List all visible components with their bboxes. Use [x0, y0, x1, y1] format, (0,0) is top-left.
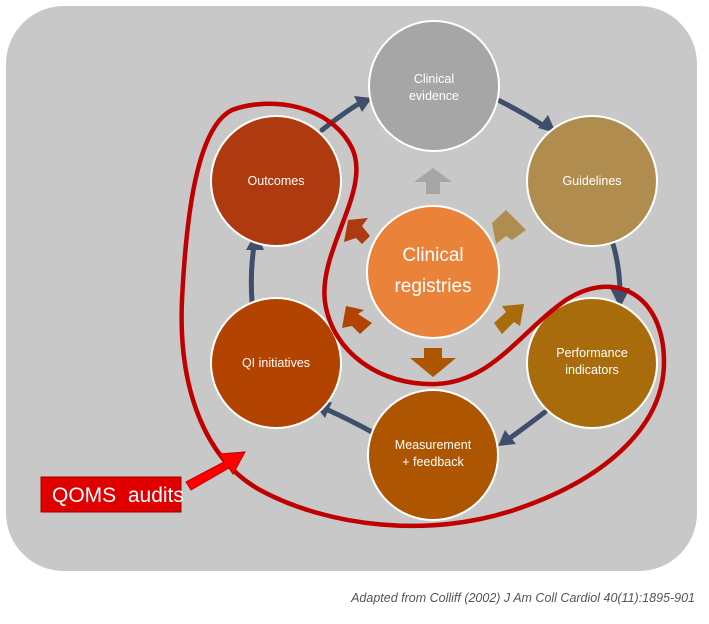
- node-performance-indicators: Performance indicators: [526, 297, 658, 429]
- inner-arrow-to-measurement: [410, 348, 456, 377]
- arrowhead-guidelines: [538, 115, 556, 133]
- qoms-audits-label: QOMS audits: [52, 484, 184, 507]
- inner-arrow-to-outcomes: [344, 218, 370, 244]
- arrowhead-performance: [610, 288, 630, 308]
- node-clinical-evidence-line2: evidence: [409, 89, 459, 103]
- inner-arrow-to-guidelines: [492, 210, 526, 244]
- node-outcomes-label: Outcomes: [248, 174, 305, 188]
- node-measurement-line1: Measurement: [395, 438, 472, 452]
- arrowhead-measurement: [498, 430, 516, 446]
- arrow-evidence-to-guidelines: [495, 97, 547, 129]
- node-guidelines: Guidelines: [526, 115, 658, 247]
- node-clinical-evidence: Clinical evidence: [368, 20, 500, 152]
- inner-arrow-to-evidence: [414, 168, 452, 194]
- arrow-outcomes-to-evidence: [319, 100, 363, 133]
- node-outcomes: Outcomes: [210, 115, 342, 247]
- arrow-performance-to-measurement: [507, 409, 548, 441]
- node-clinical-registries: Clinical registries: [366, 205, 500, 339]
- node-clinical-evidence-line1: Clinical: [414, 72, 454, 86]
- node-guidelines-label: Guidelines: [562, 174, 621, 188]
- inner-arrow-to-performance: [494, 304, 524, 334]
- callout-arrow: [185, 451, 246, 491]
- node-performance-line2: indicators: [565, 363, 619, 377]
- node-registries-line1: Clinical: [402, 245, 463, 266]
- citation-text: Adapted from Colliff (2002) J Am Coll Ca…: [351, 591, 695, 605]
- inner-arrow-to-qi: [342, 306, 372, 334]
- node-measurement-line2: + feedback: [402, 455, 464, 469]
- node-registries-line2: registries: [394, 276, 471, 297]
- arrowhead-evidence: [354, 96, 372, 112]
- arrow-qi-to-outcomes: [248, 243, 257, 305]
- node-qi-label: QI initiatives: [242, 356, 310, 370]
- node-qi-initiatives: QI initiatives: [210, 297, 342, 429]
- node-performance-line1: Performance: [556, 346, 628, 360]
- arrow-measurement-to-qi: [325, 407, 375, 435]
- qoms-audits-callout: QOMS audits: [40, 476, 184, 513]
- node-measurement-feedback: Measurement + feedback: [367, 389, 499, 521]
- qoms-audit-highlight-outline: [179, 101, 667, 529]
